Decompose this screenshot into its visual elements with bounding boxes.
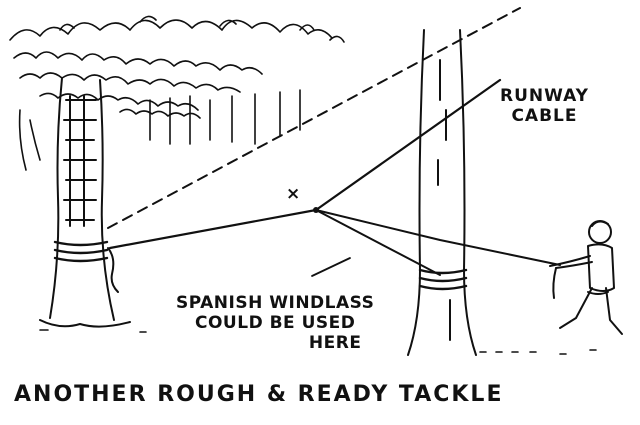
cable-and-ropes [107,7,561,277]
x-mark-label: × [286,184,302,204]
rope-to-boy [315,209,561,266]
runway-cable-dashed [107,7,521,229]
windlass-note-line: COULD BE USED [195,313,356,334]
pointer-line [311,257,351,277]
windlass-note-label: SPANISH WINDLASS COULD BE USED HERE [176,293,374,353]
rope-left-pull [108,208,318,250]
boy-figure [549,220,623,335]
runway-cable-label-line: RUNWAY [500,86,589,106]
tree-canopy [9,15,345,171]
windlass-note-line: SPANISH WINDLASS [176,293,375,313]
ground-marks [39,329,597,355]
rope-to-trunk [315,209,441,276]
runway-cable-label: RUNWAY CABLE [500,86,589,126]
figure-caption: ANOTHER ROUGH & READY TACKLE [14,382,504,407]
rope-upper [314,78,502,212]
left-tree-trunk [39,77,131,328]
rope-knot [313,207,319,213]
windlass-note-line: HERE [308,333,362,354]
right-tree-trunk [407,29,477,356]
runway-cable-label-line: CABLE [511,106,578,127]
